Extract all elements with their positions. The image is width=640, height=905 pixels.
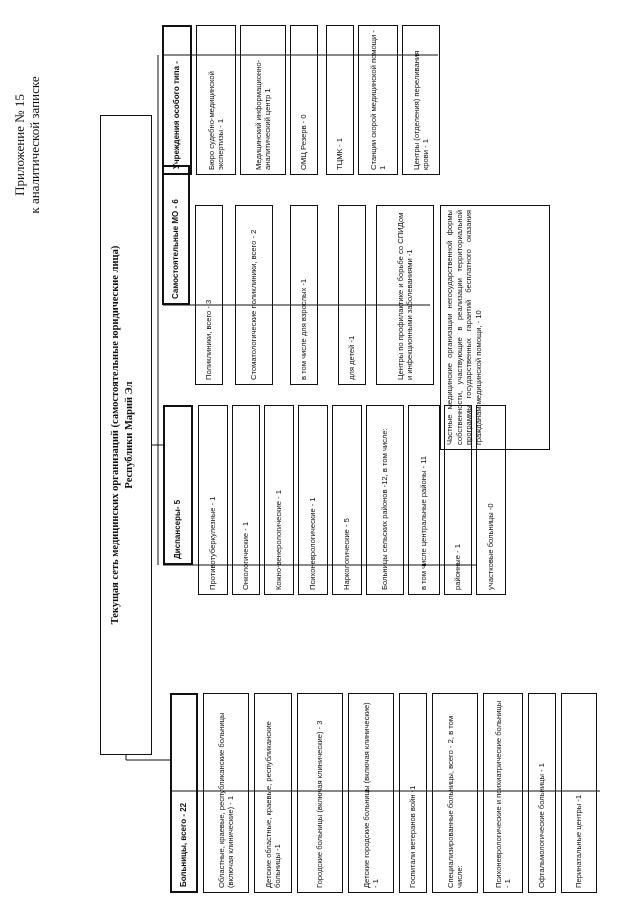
- independent-mo-item-polyclinics: Поликлиники, всего - 3: [195, 205, 223, 385]
- hospitals-item-ophthalmic: Офтальмологические больницы - 1: [528, 693, 556, 893]
- independent-mo-item-adults: в том числе для взрослых -1: [290, 205, 318, 385]
- special-institutions-header: Учреждения особого типа -: [162, 25, 192, 175]
- dispensaries-item-narcology: Наркологические - 5: [332, 405, 362, 595]
- hospitals-item-children-regional: Детские областные, краевые, республиканс…: [254, 693, 292, 893]
- special-item-forensic-bureau: Бюро судебно-медицинской экспертизы - 1: [196, 25, 236, 175]
- hospitals-item-children-city: Детские городские больницы (включая клин…: [348, 693, 394, 893]
- independent-mo-item-aids-centers: Центры по профилактике и борьбе со СПИДо…: [376, 205, 434, 385]
- rural-hospitals-central: в том числе центральные районы - 11: [408, 405, 440, 595]
- dispensaries-item-oncology: Онкологические - 1: [232, 405, 260, 595]
- hospitals-item-specialized: Специализированные больницы, всего - 2, …: [432, 693, 478, 893]
- special-item-ambulance: Станции скорой медицинской помощи - 1: [358, 25, 398, 175]
- hospitals-item-veterans: Госпитали ветеранов войн -1: [399, 693, 427, 893]
- dispensaries-header: Диспансеры- 5: [163, 405, 193, 565]
- special-item-analytic-center: Медицинский информационно-аналитический …: [240, 25, 286, 175]
- rural-hospitals-item: Больницы сельских районов -12, в том чис…: [366, 405, 404, 595]
- hospitals-item-perinatal: Перинатальные центры -1: [561, 693, 597, 893]
- dispensaries-item-dermatovenerology: Кожно-венерологические - 1: [264, 405, 294, 595]
- independent-mo-header: Самостоятельные МО - 6: [162, 165, 190, 305]
- hospitals-header: Больницы, всего - 22: [170, 693, 198, 893]
- dispensaries-item-tuberculosis: Противотуберкулезные - 1: [198, 405, 228, 595]
- independent-mo-item-dental: Стоматологические поликлиники, всего - 2: [235, 205, 273, 385]
- independent-mo-item-children: для детей -1: [338, 205, 366, 385]
- special-item-omc-reserve: ОМЦ Резерв - 0: [290, 25, 318, 175]
- special-item-blood-transfusion: Центры (отделения) переливания крови - 1: [402, 25, 440, 175]
- hospitals-item-psychiatric: Психоневрологические и психиатрические б…: [483, 693, 523, 893]
- hospitals-item-city: Городские больницы (включая клинические)…: [297, 693, 343, 893]
- dispensaries-item-psychoneurology: Психоневрологические - 1: [298, 405, 328, 595]
- hospitals-item-regional: Областные, краевые, республиканские боль…: [203, 693, 249, 893]
- special-item-tcmk: ТЦМК - 1: [326, 25, 354, 175]
- independent-mo-item-private: Частные медицинские организации негосуда…: [440, 205, 550, 450]
